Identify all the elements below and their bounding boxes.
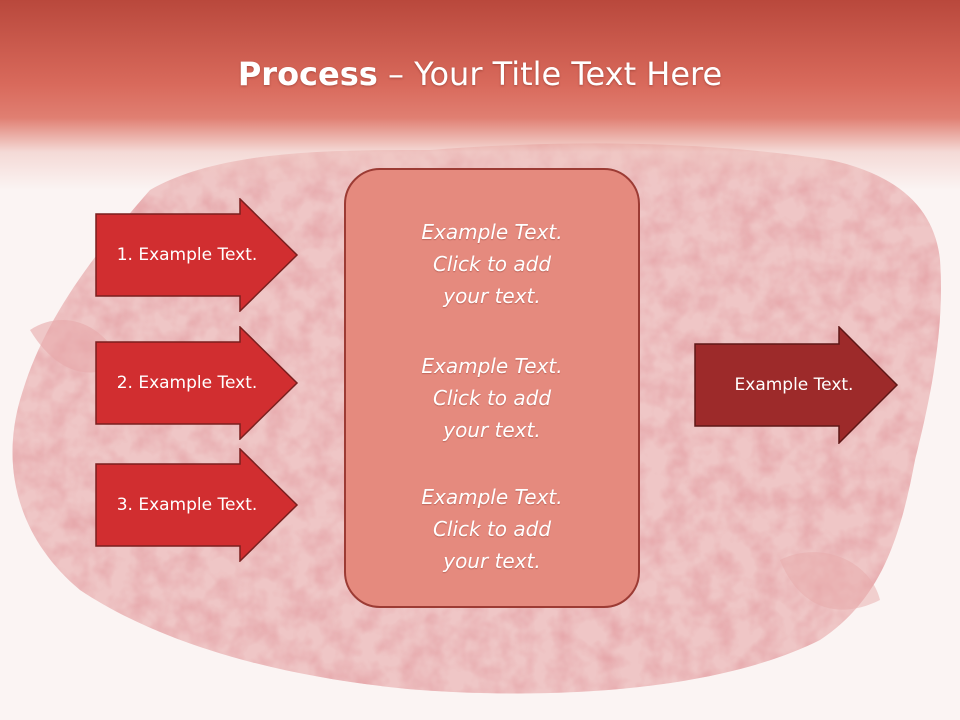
arrow-shape-icon [694,326,899,444]
title-rest-part: – Your Title Text Here [377,55,723,93]
center-paragraph-3: Example Text. Click to add your text. [346,481,638,577]
paragraph-line: your text. [443,418,541,442]
arrow-shape-icon [95,448,299,562]
left-arrow-1[interactable]: 1. Example Text. [95,198,301,312]
right-arrow-label: Example Text. [734,375,854,395]
left-arrow-3-label: 3. Example Text. [116,495,258,515]
paragraph-line: your text. [443,549,541,573]
arrow-shape-icon [95,198,299,312]
left-arrow-3[interactable]: 3. Example Text. [95,448,301,562]
paragraph-line: your text. [443,284,541,308]
center-paragraph-2: Example Text. Click to add your text. [346,350,638,446]
title-bold-part: Process [237,55,378,93]
paragraph-line: Click to add [432,252,552,276]
arrow-shape-icon [95,326,299,440]
paragraph-line: Example Text. [421,354,563,378]
left-arrow-2[interactable]: 2. Example Text. [95,326,301,440]
paragraph-line: Example Text. [421,485,563,509]
left-arrow-1-label: 1. Example Text. [116,245,258,265]
title-bar [0,0,960,190]
paragraph-line: Example Text. [421,220,563,244]
slide-title[interactable]: Process – Your Title Text Here [0,52,960,96]
right-arrow[interactable]: Example Text. [694,326,900,444]
center-paragraph-1: Example Text. Click to add your text. [346,216,638,312]
left-arrow-2-label: 2. Example Text. [116,373,258,393]
center-text-box[interactable]: Example Text. Click to add your text. Ex… [344,168,640,608]
paragraph-line: Click to add [432,386,552,410]
paragraph-line: Click to add [432,517,552,541]
